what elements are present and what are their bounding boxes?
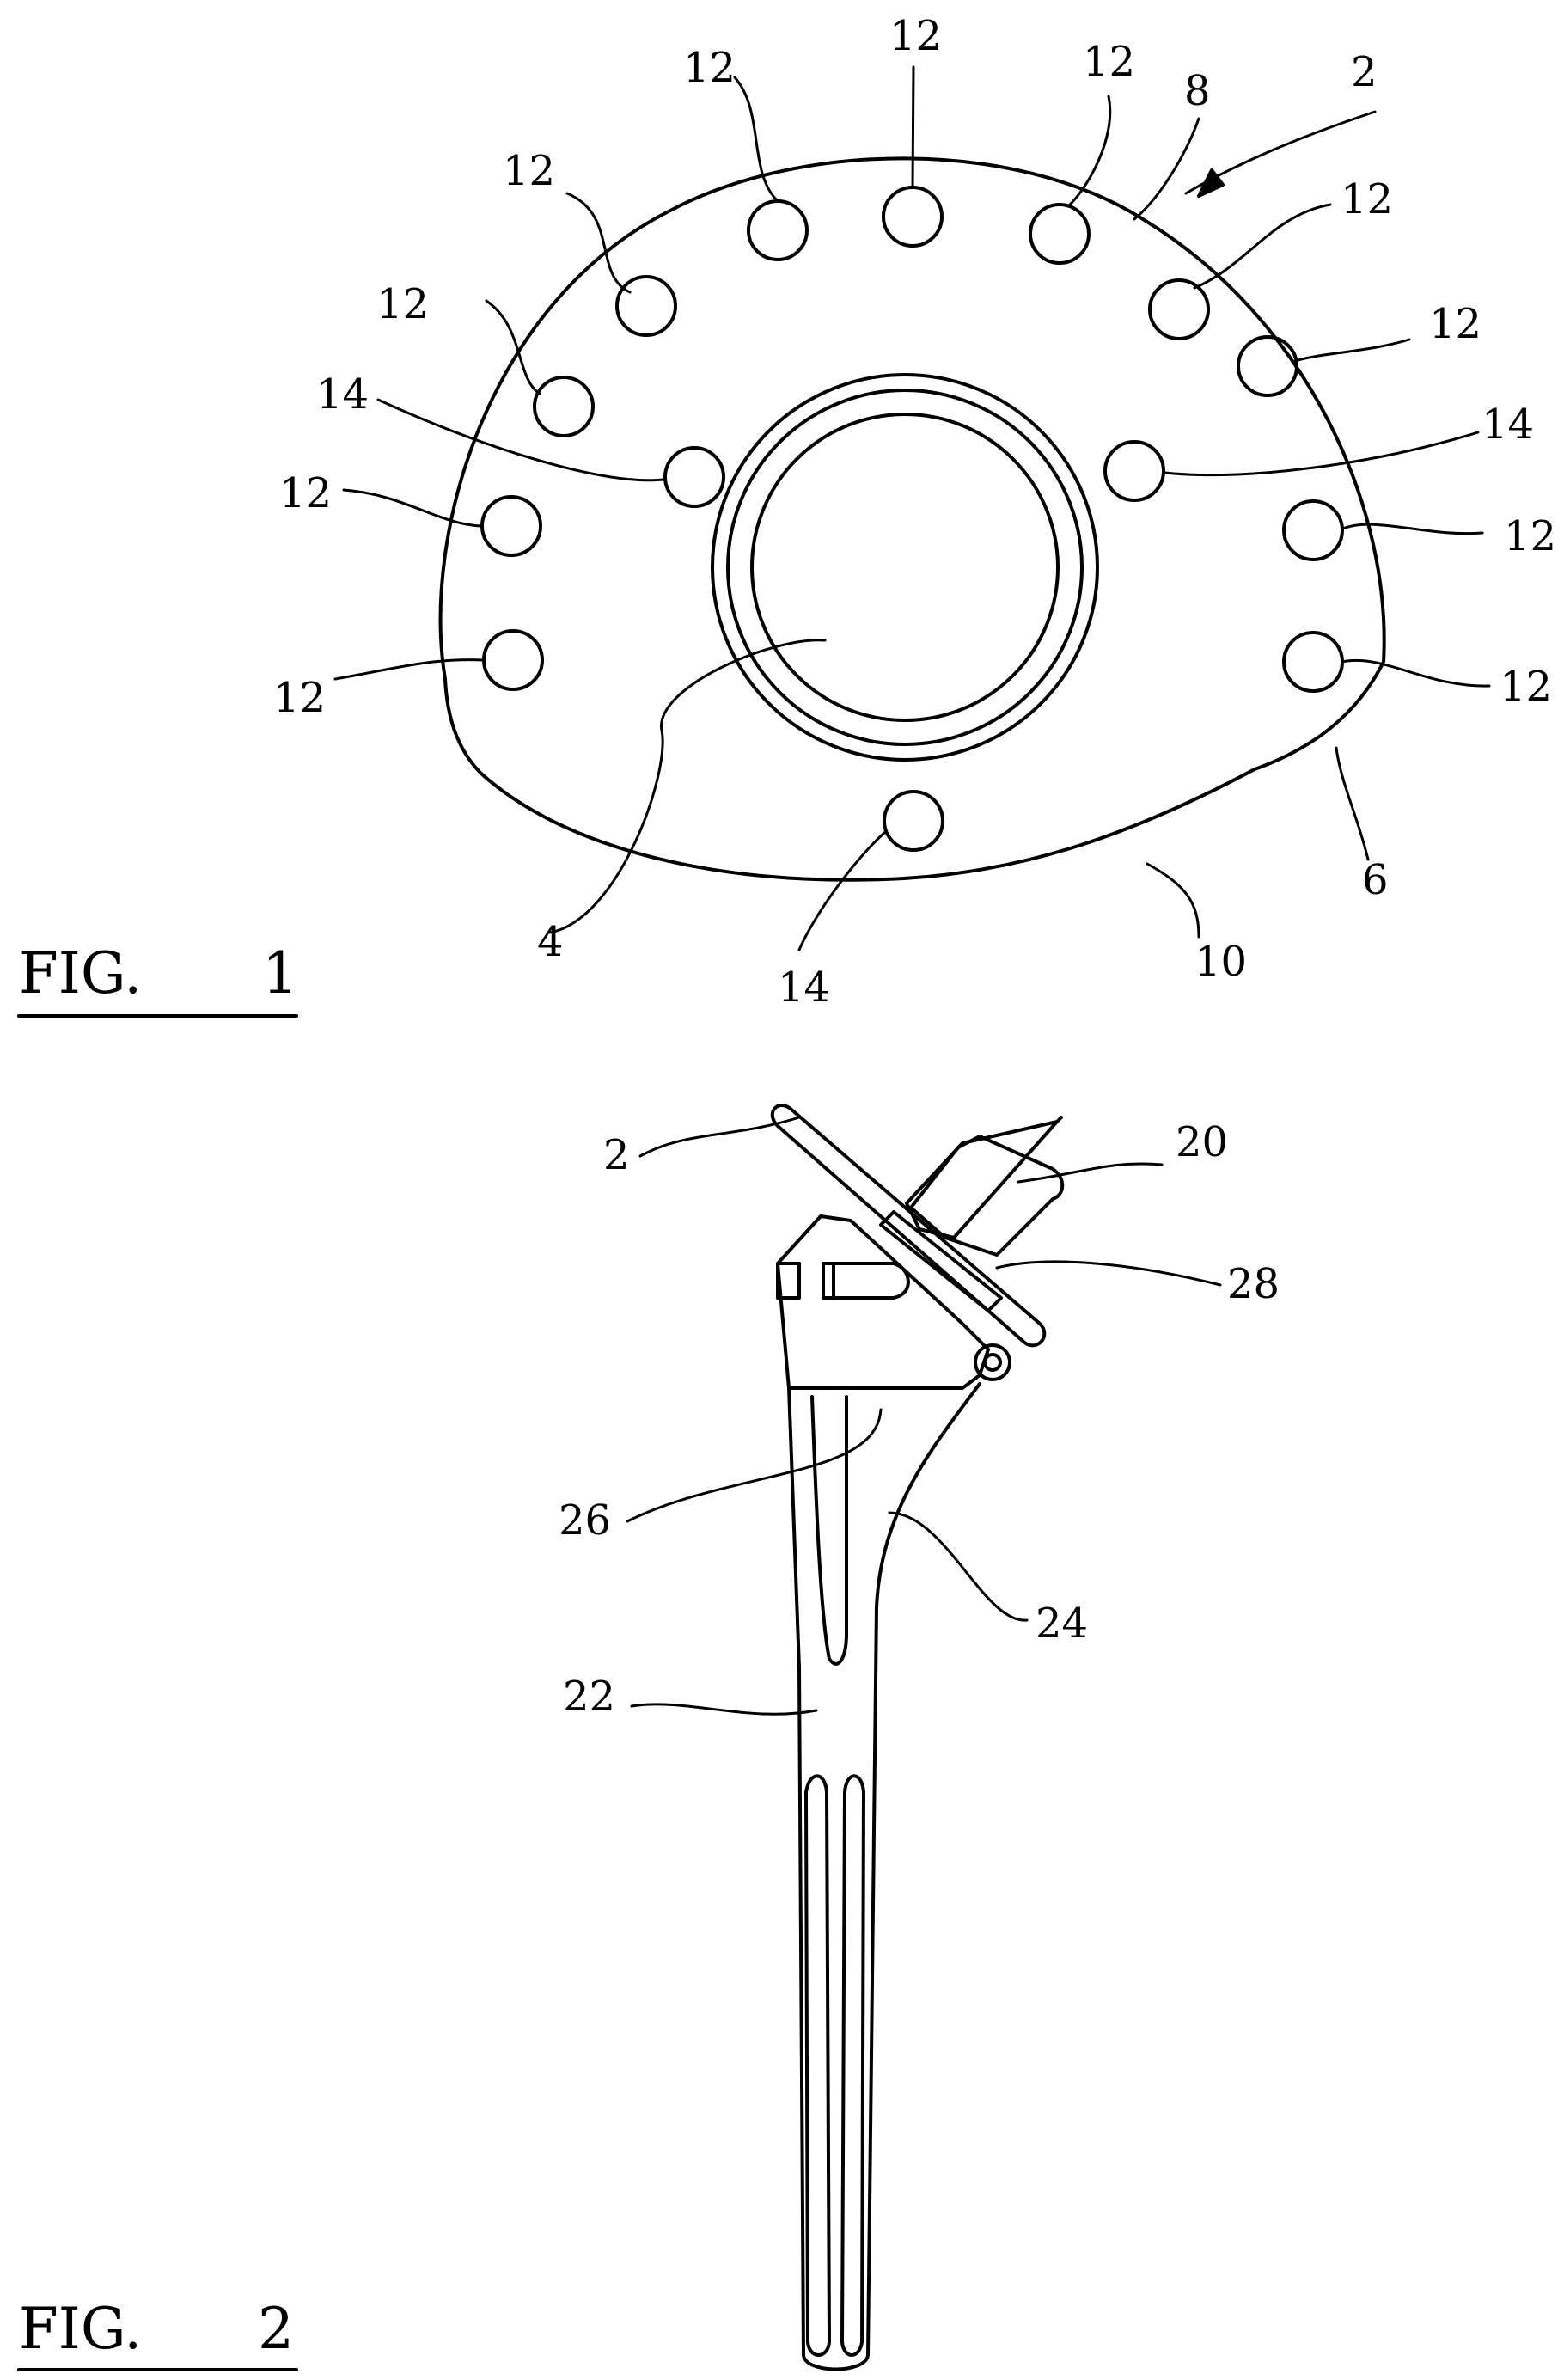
peripheral-hole [1238,337,1297,395]
label-peripheral-hole: 12 [1083,38,1135,86]
prosthetic-head-body [911,1136,1062,1255]
figure-1: 12 12 12 8 2 12 12 12 12 14 14 12 12 12 … [19,12,1556,1016]
label-peripheral-hole: 12 [1341,175,1393,223]
leader-line [627,1410,881,1521]
inner-hole [665,448,724,506]
stem-flute-left [806,1776,829,2355]
leader-line [335,660,483,679]
central-bore-middle-ring [728,390,1082,744]
peripheral-hole [482,497,541,555]
pivot-inner [985,1355,1000,1370]
leader-line [632,1704,816,1714]
prosthetic-head [907,1117,1061,1238]
leader-line [1147,864,1199,937]
label-peripheral-hole: 12 [376,280,429,328]
label-inner-hole: 14 [316,370,369,419]
leader-line [550,640,825,933]
label-upper-rim: 8 [1184,67,1211,115]
peripheral-hole [748,201,807,260]
label-edge: 6 [1362,856,1389,904]
central-bore-outer-ring [712,375,1097,760]
figure-1-caption-prefix: FIG. [19,940,142,1006]
leader-line [1068,96,1110,206]
leader-line [1018,1164,1162,1182]
label-peripheral-hole: 12 [273,674,326,722]
label-baseplate: 2 [603,1131,630,1179]
label-collar: 28 [1227,1260,1280,1308]
leader-line [889,1513,1027,1620]
label-peripheral-hole: 12 [279,469,332,517]
leader-line [1134,119,1199,219]
leader-line [799,832,885,950]
peripheral-hole [535,377,593,436]
label-peripheral-hole: 12 [1504,512,1556,560]
peripheral-hole [484,631,542,689]
inner-hole [1105,442,1164,500]
central-bore-inner-ring [752,414,1058,720]
figure-2-caption-number: 2 [258,2296,294,2362]
leader-line [344,490,481,526]
leader-line [1343,524,1482,534]
peripheral-hole [883,187,942,246]
label-inner-hole: 14 [1482,401,1534,449]
figure-2: 2 20 28 26 24 22 FIG. 2 [19,1105,1280,2370]
figure-1-caption-number: 1 [262,940,298,1006]
label-central-bore: 4 [537,918,564,966]
leader-line [640,1117,799,1156]
leader-line [1165,432,1478,475]
peripheral-hole [1030,205,1089,263]
label-peripheral-hole: 12 [683,44,736,92]
stem-flute-right [842,1776,864,2355]
leader-line [1295,340,1409,361]
lug-bore [823,1263,908,1298]
figure-2-caption-prefix: FIG. [19,2296,142,2362]
peripheral-hole [617,277,675,335]
label-metaphysis: 24 [1036,1600,1088,1648]
label-peripheral-hole: 12 [889,12,942,60]
stem-slot [812,1397,846,1664]
leader-line [1336,748,1368,860]
inner-hole [884,792,943,850]
label-slot: 26 [559,1496,611,1545]
label-inner-hole: 14 [778,964,830,1012]
peripheral-hole [1150,280,1208,339]
label-peripheral-hole: 12 [1500,663,1552,711]
label-peripheral-hole: 12 [503,147,555,195]
label-stem: 22 [563,1673,615,1721]
label-baseplate: 2 [1351,48,1378,96]
label-head: 20 [1176,1118,1228,1166]
leader-line [997,1262,1220,1285]
label-lower-rim: 10 [1194,938,1247,986]
label-peripheral-hole: 12 [1429,300,1482,348]
peripheral-hole [1284,501,1342,560]
pivot-outer [975,1345,1010,1380]
leader-line [1194,205,1330,288]
leader-line [1342,660,1489,686]
peripheral-hole [1284,633,1342,691]
leader-line [378,400,663,480]
leader-line [486,301,540,394]
baseplate-outline [441,158,1384,879]
